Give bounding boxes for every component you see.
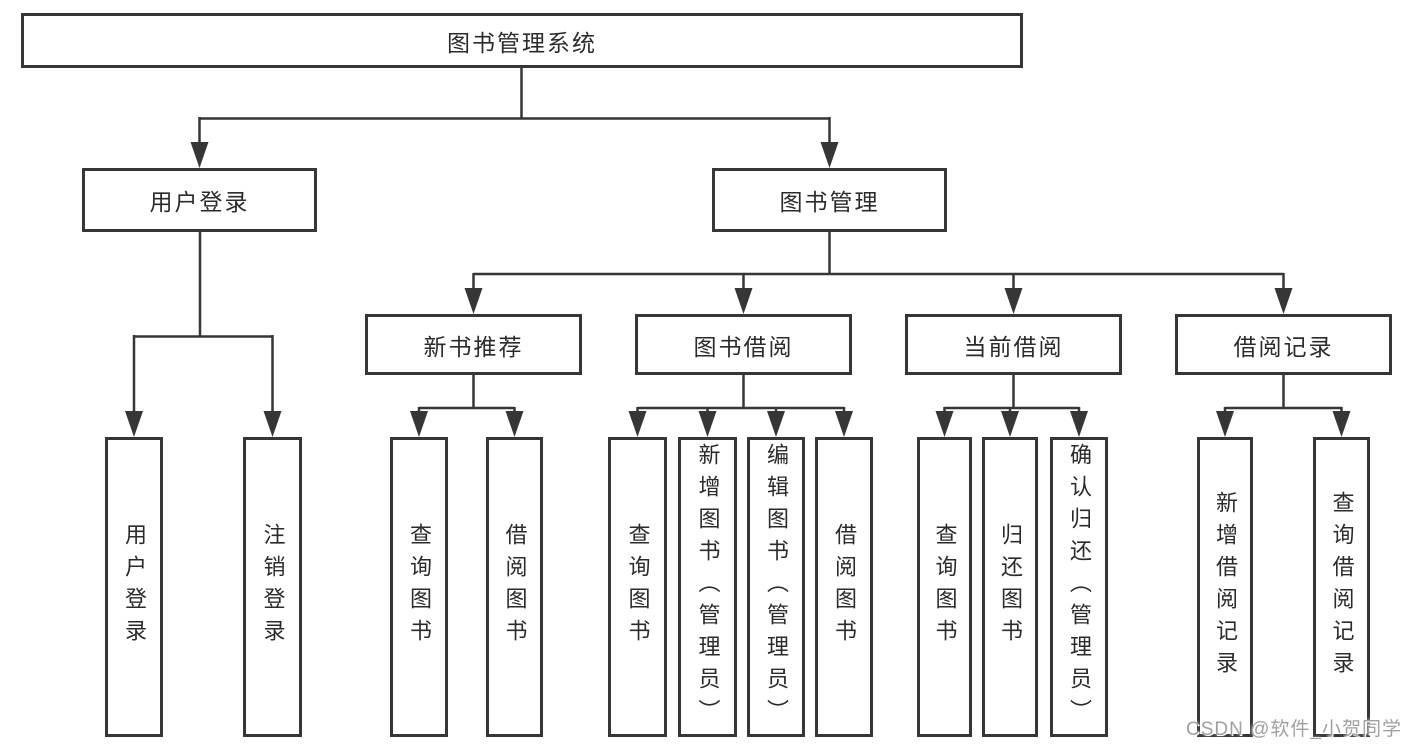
node-leaf-cb-return-books: 归还图书 <box>982 437 1038 737</box>
node-label: 编辑图书（管理员） <box>764 443 789 731</box>
watermark: CSDN @软件_小贺同学 <box>1186 719 1402 740</box>
node-label: 查询图书 <box>625 523 651 651</box>
node-book-management: 图书管理 <box>712 168 947 232</box>
node-label: 用户登录 <box>122 523 147 651</box>
node-leaf-user-login: 用户登录 <box>105 437 163 737</box>
node-label: 归还图书 <box>998 523 1023 651</box>
node-leaf-br-add-record: 新增借阅记录 <box>1197 437 1253 737</box>
node-label: 图书管理 <box>779 189 880 215</box>
node-label: 新增借阅记录 <box>1213 491 1238 683</box>
node-label: 借阅记录 <box>1233 333 1334 360</box>
node-leaf-nb-borrow-books: 借阅图书 <box>486 437 543 737</box>
node-library-management-system: 图书管理系统 <box>21 13 1023 68</box>
node-label: 借阅图书 <box>502 523 528 651</box>
node-borrowing-records: 借阅记录 <box>1175 314 1392 375</box>
node-leaf-bb-add-books-admin: 新增图书（管理员） <box>678 437 737 737</box>
node-label: 用户登录 <box>149 189 250 215</box>
node-label: 查询图书 <box>932 523 958 651</box>
node-leaf-bb-borrow-books: 借阅图书 <box>815 437 873 737</box>
node-user-login-group: 用户登录 <box>82 168 317 232</box>
node-new-book-recommend: 新书推荐 <box>365 314 582 375</box>
node-label: 查询借阅记录 <box>1329 491 1355 683</box>
node-leaf-cb-confirm-return-admin: 确认归还（管理员） <box>1050 437 1108 737</box>
node-label: 注销登录 <box>260 523 286 651</box>
node-label: 新增图书（管理员） <box>695 443 721 731</box>
node-label: 图书借阅 <box>693 333 794 360</box>
node-leaf-bb-edit-books-admin: 编辑图书（管理员） <box>747 437 805 737</box>
node-label: 查询图书 <box>407 523 432 651</box>
node-leaf-cb-query-books: 查询图书 <box>917 437 972 737</box>
node-leaf-nb-query-books: 查询图书 <box>390 437 448 737</box>
node-label: 借阅图书 <box>832 523 857 651</box>
node-leaf-br-query-record: 查询借阅记录 <box>1313 437 1370 737</box>
node-label: 确认归还（管理员） <box>1067 443 1092 731</box>
node-label: 图书管理系统 <box>447 29 597 56</box>
node-leaf-logout: 注销登录 <box>243 437 302 737</box>
node-label: 新书推荐 <box>423 333 524 360</box>
node-label: 当前借阅 <box>963 333 1064 360</box>
node-current-borrowing: 当前借阅 <box>905 314 1122 375</box>
node-leaf-bb-query-books: 查询图书 <box>608 437 667 737</box>
arrowheads <box>125 142 1351 437</box>
node-book-borrowing: 图书借阅 <box>635 314 852 375</box>
